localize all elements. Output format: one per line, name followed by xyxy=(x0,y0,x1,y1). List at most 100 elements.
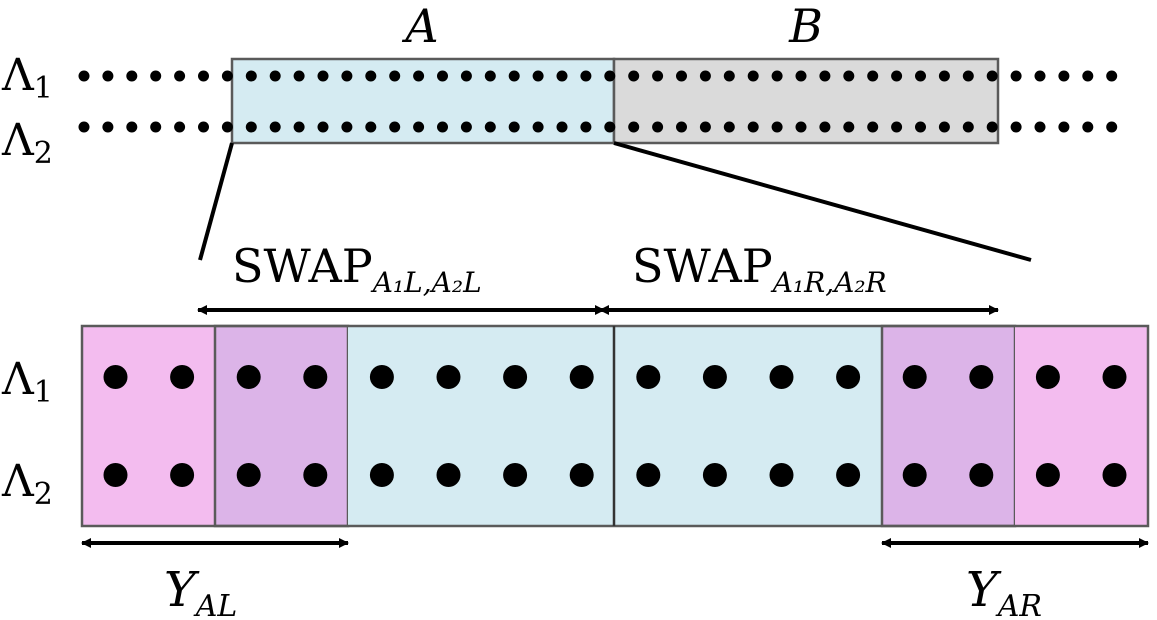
lattice-site xyxy=(245,70,257,82)
zoom-right-overlap xyxy=(880,324,1017,528)
region-b-label: B xyxy=(788,0,823,53)
lattice-site xyxy=(102,70,114,82)
lattice-site xyxy=(389,70,401,82)
lattice-site xyxy=(269,70,281,82)
lattice-site xyxy=(795,70,807,82)
lattice-site xyxy=(369,463,394,487)
lattice-site xyxy=(580,121,592,133)
lattice-site xyxy=(317,70,329,82)
lattice-site xyxy=(365,70,377,82)
y-right-base: Y xyxy=(966,562,1002,618)
lattice-site xyxy=(867,121,879,133)
lattice-site xyxy=(293,70,305,82)
lattice-site xyxy=(986,121,998,133)
lattice-site xyxy=(676,121,687,133)
lattice-site xyxy=(150,70,162,82)
lattice-site xyxy=(508,121,520,133)
swap-left-label: SWAPA₁L,A₂L xyxy=(232,239,482,299)
lattice-site xyxy=(170,463,195,487)
lattice-site xyxy=(1058,121,1070,133)
lattice-site xyxy=(126,70,138,82)
lattice-site xyxy=(604,121,616,133)
y-left-base: Y xyxy=(164,562,200,618)
lattice-site xyxy=(436,365,461,389)
lattice-site xyxy=(699,121,711,133)
swap-right-base: SWAP xyxy=(632,239,773,293)
lattice-site xyxy=(78,121,90,133)
swap-right-label: SWAPA₁R,A₂R xyxy=(632,239,887,299)
lattice-site xyxy=(221,70,233,82)
lattice-site xyxy=(569,463,594,487)
zoom-sites xyxy=(103,365,1127,487)
lattice-site xyxy=(1034,121,1046,133)
lattice-site xyxy=(198,121,209,133)
top-row1-label-sub: 1 xyxy=(34,71,53,106)
zoom-right-outer-pink xyxy=(1015,326,1148,526)
zoom-row1-label-base: Λ xyxy=(1,354,35,405)
lattice-site xyxy=(902,463,927,487)
lattice-site xyxy=(341,121,353,133)
lattice-site xyxy=(221,121,233,133)
lattice-site xyxy=(437,70,448,82)
lattice-site xyxy=(103,365,128,389)
lattice-site xyxy=(1035,463,1060,487)
lattice-site xyxy=(341,70,353,82)
lattice-site xyxy=(676,70,687,82)
lattice-site xyxy=(569,365,594,389)
top-row2-label: Λ2 xyxy=(1,115,53,171)
lattice-site xyxy=(1035,365,1060,389)
lattice-site xyxy=(702,365,727,389)
lattice-site xyxy=(1010,121,1022,133)
lattice-site xyxy=(245,121,257,133)
y-left-label: YAL xyxy=(164,562,237,620)
lattice-site xyxy=(236,463,261,487)
lattice-site xyxy=(556,70,568,82)
lattice-site xyxy=(836,365,861,389)
zoom-row1-label: Λ1 xyxy=(1,354,53,410)
lattice-site xyxy=(198,70,209,82)
zoom-row2-label-sub: 2 xyxy=(34,477,53,512)
lattice-site xyxy=(503,365,528,389)
lattice-site xyxy=(1082,70,1094,82)
zoom-connector-right xyxy=(613,141,1032,262)
zoom-region: Λ1 Λ2 xyxy=(1,324,1150,528)
lattice-site xyxy=(369,365,394,389)
lattice-site xyxy=(771,121,783,133)
zoom-row1-label-sub: 1 xyxy=(34,375,53,410)
lattice-site xyxy=(460,121,472,133)
lattice-site xyxy=(269,121,281,133)
lattice-site xyxy=(836,463,861,487)
lattice-site xyxy=(915,121,926,133)
lattice-site xyxy=(819,70,831,82)
lattice-site xyxy=(150,121,162,133)
top-row1-label-base: Λ xyxy=(1,50,35,101)
y-right-label: YAR xyxy=(966,562,1042,620)
lattice-site xyxy=(962,70,974,82)
lattice-site xyxy=(636,365,661,389)
lattice-site xyxy=(969,365,994,389)
lattice-site xyxy=(303,365,328,389)
top-row2-label-base: Λ xyxy=(1,115,35,166)
lattice-site xyxy=(699,70,711,82)
zoom-row2-label: Λ2 xyxy=(1,456,53,512)
lattice-site xyxy=(628,70,640,82)
lattice-site xyxy=(652,70,664,82)
lattice-site xyxy=(769,365,794,389)
lattice-site xyxy=(532,121,544,133)
swap-left-sub: A₁L,A₂L xyxy=(370,266,482,299)
lattice-site xyxy=(723,70,735,82)
lattice-site xyxy=(702,463,727,487)
lattice-site xyxy=(460,70,472,82)
lattice-site xyxy=(843,70,855,82)
zoom-row2-label-base: Λ xyxy=(1,456,35,507)
lattice-site xyxy=(938,121,950,133)
lattice-site xyxy=(723,121,735,133)
lattice-site xyxy=(1058,70,1070,82)
zoom-connector-left xyxy=(198,142,234,261)
lattice-site xyxy=(652,121,664,133)
lattice-site xyxy=(771,70,783,82)
zoom-left-overlap xyxy=(213,324,350,528)
lattice-site xyxy=(636,463,661,487)
lattice-site xyxy=(969,463,994,487)
lattice-site xyxy=(819,121,831,133)
